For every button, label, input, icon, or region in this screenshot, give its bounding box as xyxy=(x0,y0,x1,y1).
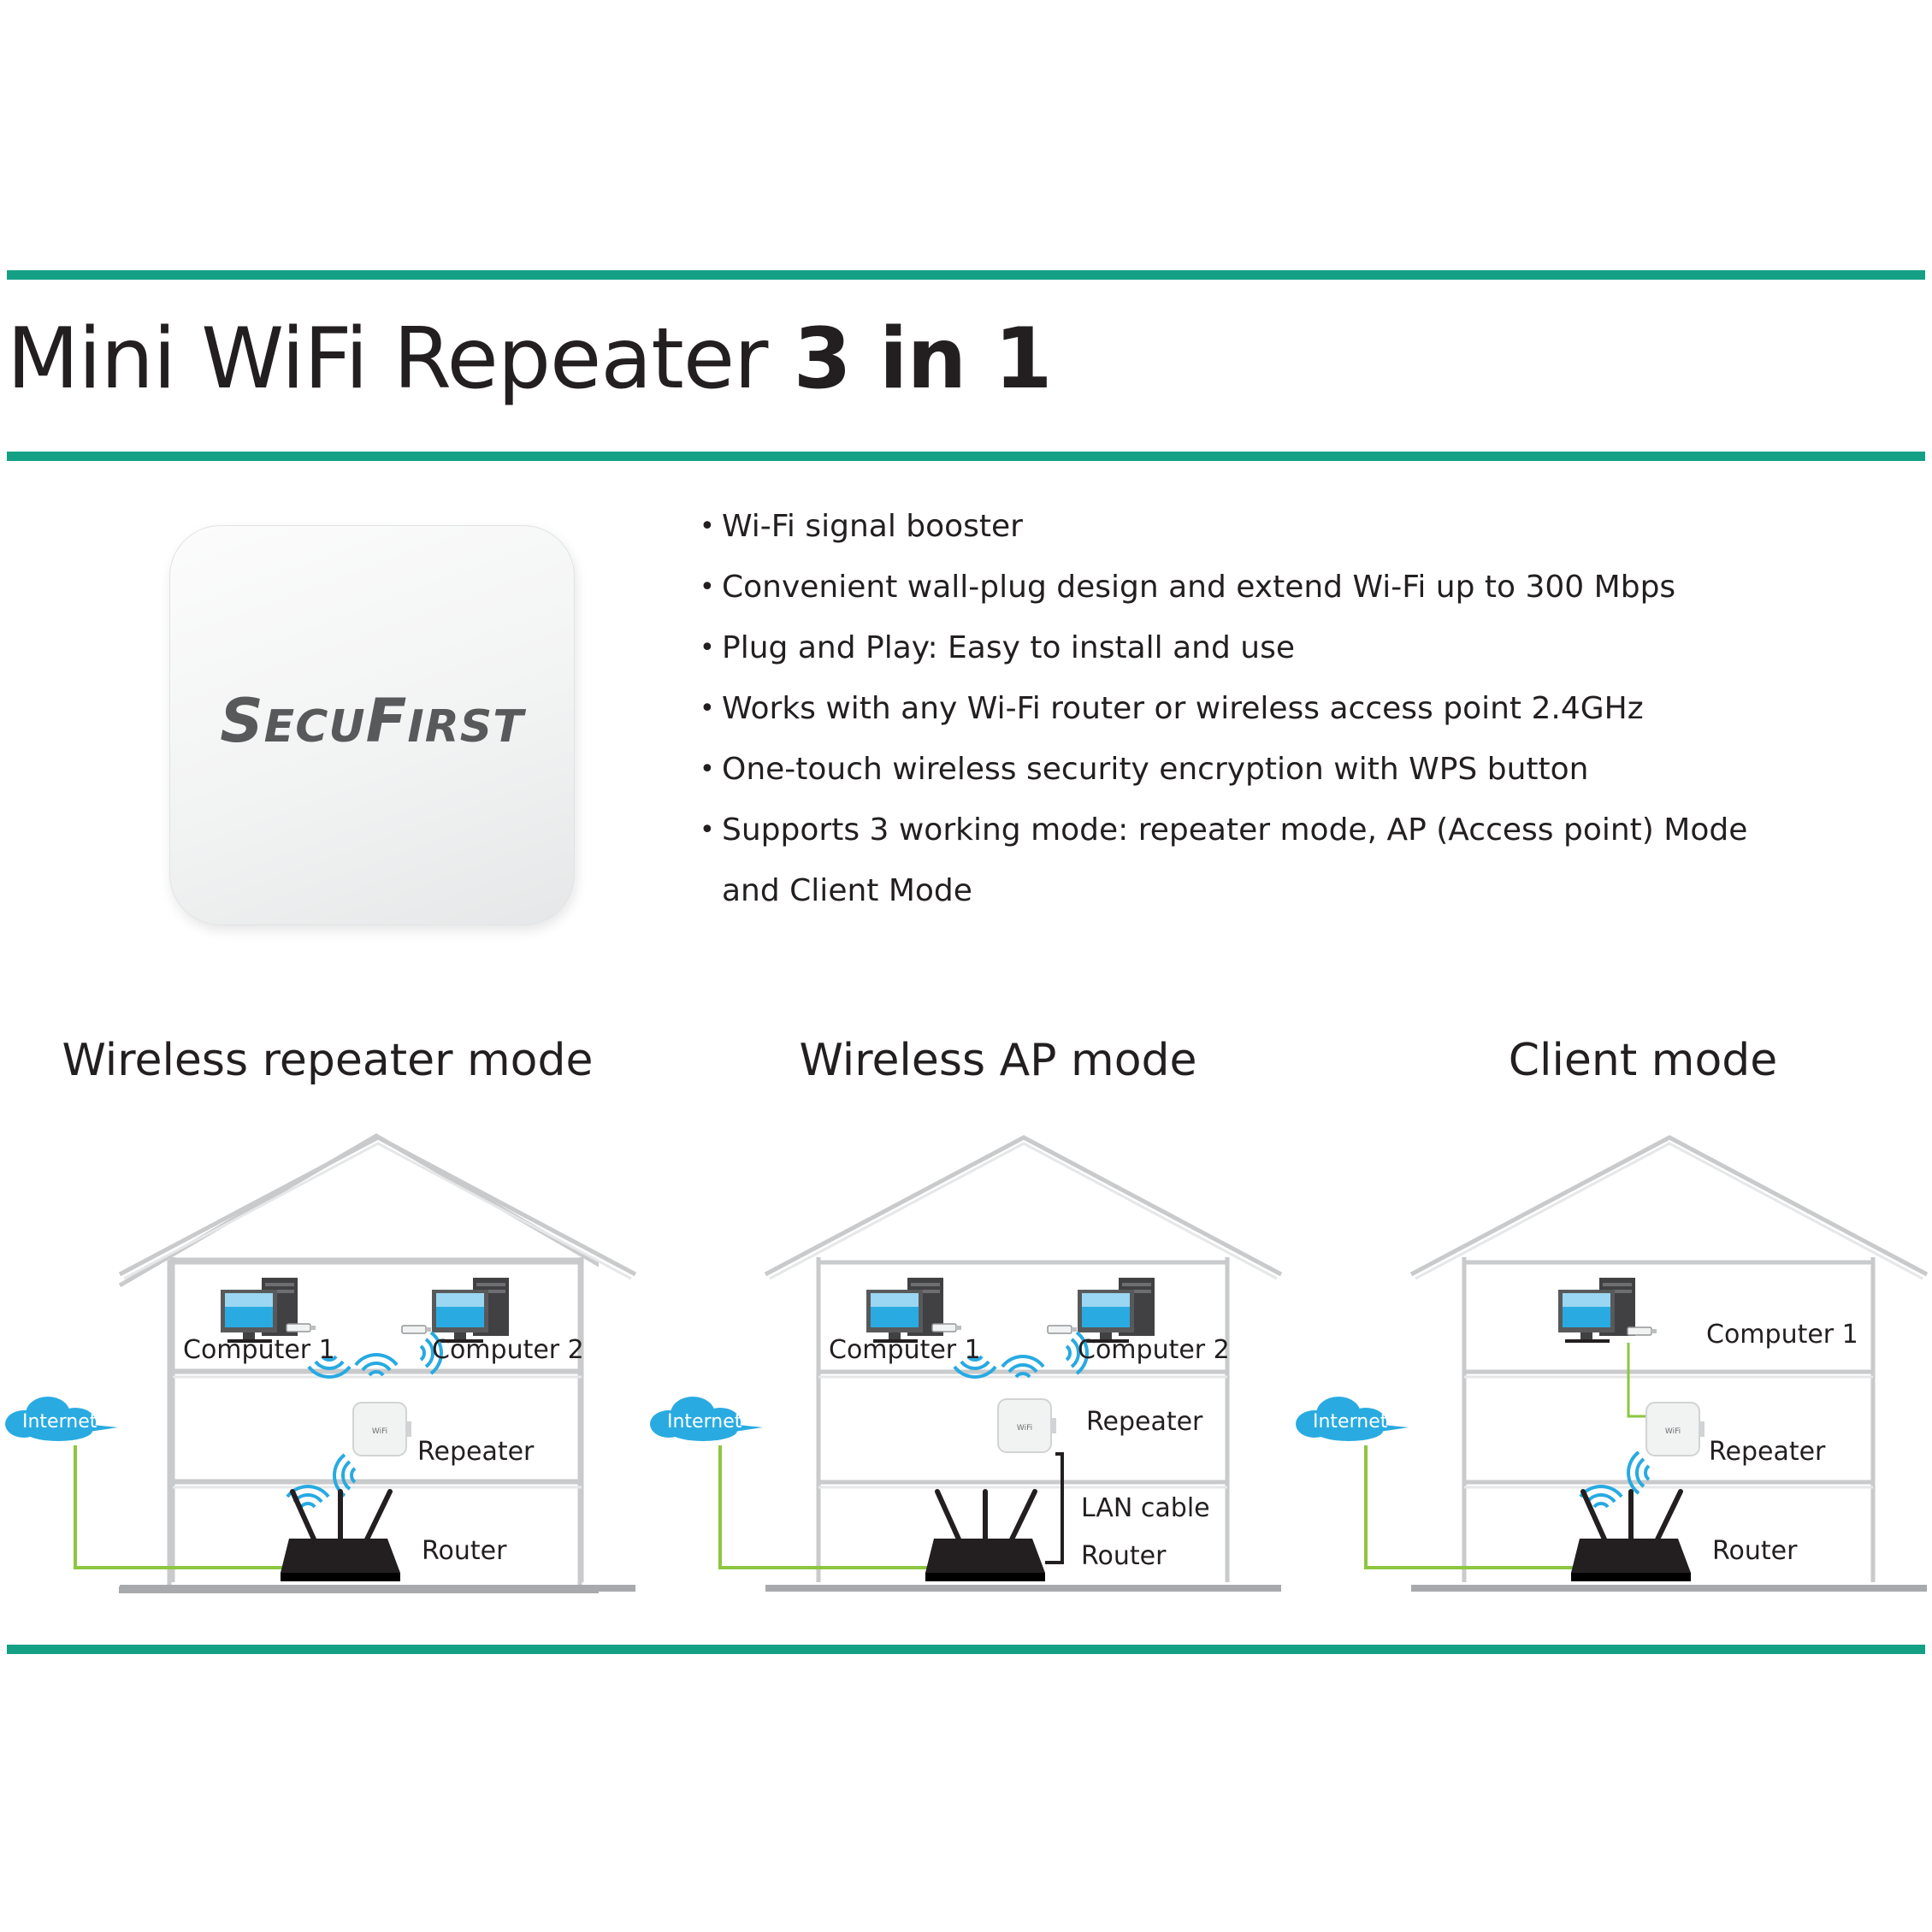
feature-item: •Plug and Play: Easy to install and use xyxy=(700,630,1296,665)
computer2-label: Computer 2 xyxy=(1078,1335,1230,1365)
computer-1b xyxy=(866,1278,943,1343)
repeater-label: Repeater xyxy=(1086,1407,1203,1437)
computer-1a xyxy=(221,1278,298,1343)
lan-cable-label: LAN cable xyxy=(1081,1493,1210,1523)
repeater-device-2 xyxy=(997,1398,1057,1453)
feature-item: •Supports 3 working mode: repeater mode,… xyxy=(700,812,1748,848)
computer-2b xyxy=(1078,1278,1155,1343)
router-device-3 xyxy=(1571,1492,1691,1581)
feature-item: •One-touch wireless security encryption … xyxy=(700,752,1589,787)
cable-1 xyxy=(74,1445,282,1569)
dongle-1a xyxy=(286,1323,316,1332)
router-device-2 xyxy=(925,1492,1045,1581)
brand-logo: SECUFIRST xyxy=(220,686,524,756)
computer1-label: Computer 1 xyxy=(1706,1320,1858,1350)
page-title: Mini WiFi Repeater 3 in 1 xyxy=(7,310,1053,408)
client-cable xyxy=(1627,1343,1645,1418)
computer1-label: Computer 1 xyxy=(829,1335,981,1365)
client-diagram-house xyxy=(1411,1137,1927,1592)
cable-3 xyxy=(1364,1445,1574,1569)
dongle-1b xyxy=(931,1323,962,1332)
title-rule xyxy=(7,452,1925,461)
feature-list: •Wi-Fi signal booster •Convenient wall-p… xyxy=(700,496,1914,921)
repeater-device-1 xyxy=(352,1402,412,1456)
computer2-label: Computer 2 xyxy=(432,1335,584,1365)
feature-item: •Wi-Fi signal booster xyxy=(700,509,1023,544)
internet-label: Internet xyxy=(22,1411,97,1433)
repeater-label: Repeater xyxy=(417,1437,535,1467)
internet-label: Internet xyxy=(667,1411,742,1433)
dongle-1c xyxy=(1627,1326,1657,1336)
feature-item: •Works with any Wi-Fi router or wireless… xyxy=(700,691,1644,726)
computer-2a xyxy=(432,1278,509,1343)
diagrams-canvas: WiFi xyxy=(5,1129,1932,1642)
wifi-waves xyxy=(333,1453,357,1498)
router-device-1 xyxy=(281,1492,400,1581)
router-label: Router xyxy=(422,1536,507,1566)
repeater-mode-title: Wireless repeater mode xyxy=(62,1035,594,1086)
client-mode-title: Client mode xyxy=(1508,1035,1778,1086)
router-label: Router xyxy=(1081,1541,1167,1571)
router-label: Router xyxy=(1712,1536,1798,1566)
feature-item-continued: and Client Mode xyxy=(722,873,972,908)
feature-item: •Convenient wall-plug design and extend … xyxy=(700,570,1676,605)
repeater-label: Repeater xyxy=(1709,1437,1826,1467)
repeater-device-3 xyxy=(1645,1402,1705,1456)
bottom-rule xyxy=(7,1645,1925,1654)
top-rule xyxy=(7,270,1925,280)
dongle-2a xyxy=(401,1325,432,1334)
cable-2 xyxy=(718,1445,928,1569)
internet-label: Internet xyxy=(1313,1411,1388,1433)
computer-1c xyxy=(1558,1278,1635,1343)
repeater-product-image: SECUFIRST xyxy=(169,525,575,925)
ap-mode-title: Wireless AP mode xyxy=(799,1035,1197,1086)
dongle-2b xyxy=(1047,1325,1078,1334)
computer1-label: Computer 1 xyxy=(183,1335,335,1365)
lan-cable xyxy=(1045,1452,1064,1564)
